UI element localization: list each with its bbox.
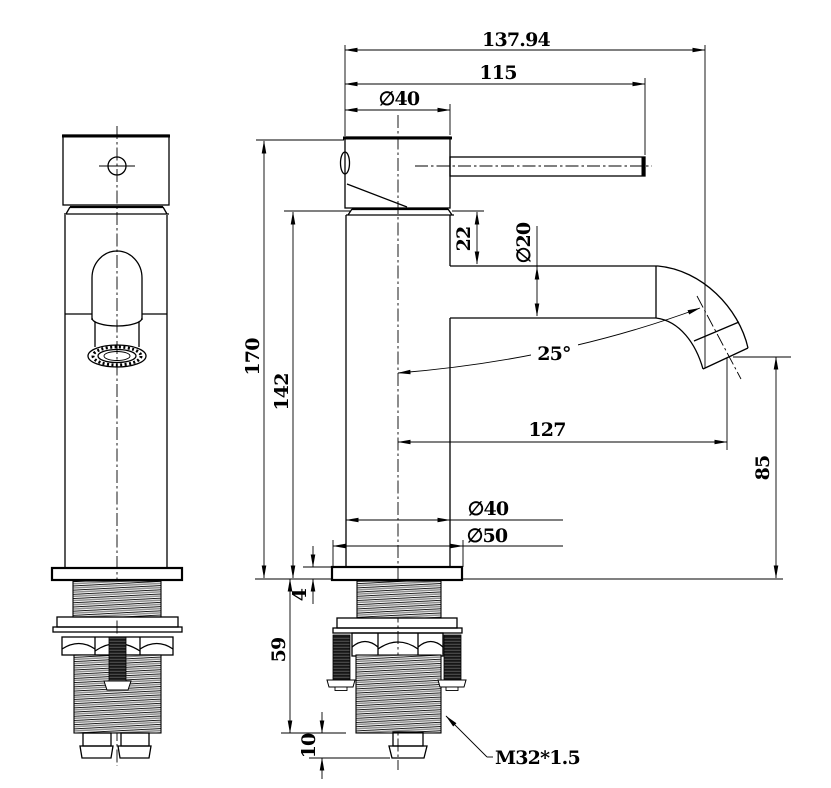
side-fixing-studs [326, 634, 467, 691]
dim-thread-spec: M32*1.5 [495, 747, 580, 769]
dim-spout-reach: 127 [528, 419, 565, 441]
side-head [344, 136, 451, 209]
side-hose-tail [388, 731, 428, 759]
dimensions: 137.94 115 ∅40 170 142 22 ∅20 25° 127 [242, 29, 791, 779]
dim-shank-length: 59 [268, 637, 290, 662]
dim-base-plate-thickness: 4 [289, 588, 311, 601]
front-fixing-stud [108, 636, 127, 682]
dim-body-height: 142 [271, 373, 293, 410]
dim-base-diameter: ∅50 [467, 525, 508, 547]
front-base-flange [50, 566, 184, 582]
spout-tip-centerline [696, 295, 742, 380]
front-aerator [87, 344, 147, 368]
front-hose-tails [79, 732, 152, 759]
side-view [326, 115, 749, 770]
side-shank-thread [355, 654, 442, 734]
handle-lever [449, 156, 646, 177]
front-head [62, 134, 170, 206]
dim-spout-diameter: ∅20 [513, 222, 535, 263]
dim-head-diameter: ∅40 [379, 88, 420, 110]
side-spout [450, 265, 749, 380]
front-view [50, 126, 184, 766]
dim-body-diameter: ∅40 [468, 498, 509, 520]
side-base-flange [330, 565, 464, 582]
dim-total-height: 170 [242, 338, 264, 376]
side-upper-thread [356, 580, 442, 619]
dim-tail-length: 10 [298, 733, 320, 758]
dim-spout-angle: 25° [537, 343, 571, 365]
dim-overall-length: 137.94 [482, 29, 550, 51]
side-setscrew [339, 151, 351, 175]
dim-handle-length: 115 [479, 62, 516, 84]
front-upper-thread [72, 580, 162, 618]
dim-neck-height: 22 [453, 227, 475, 252]
dim-outlet-height: 85 [752, 456, 774, 481]
side-hex-nut [351, 632, 444, 657]
front-spout [87, 250, 147, 368]
